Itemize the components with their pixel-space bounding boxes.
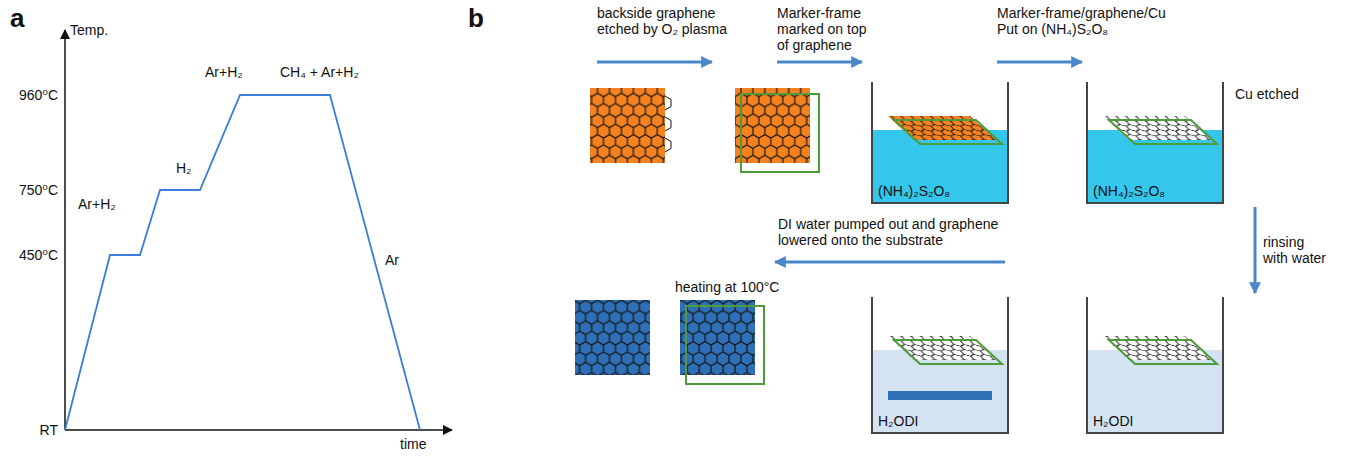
process-arrow xyxy=(775,261,1005,264)
solution xyxy=(1088,130,1222,202)
beaker-wall xyxy=(872,82,1008,203)
copper-foil xyxy=(590,88,665,163)
tick-label: 450⁰C xyxy=(19,247,58,263)
solution-label: (NH₄)₂S₂O₈ xyxy=(1093,183,1165,199)
tick-label: 750⁰C xyxy=(19,182,58,198)
x-axis xyxy=(65,429,452,431)
y-axis xyxy=(64,30,66,430)
copper-foil xyxy=(735,88,810,163)
beaker-wall xyxy=(1087,82,1223,203)
process-arrow xyxy=(1254,207,1257,293)
step-heading: Cu etched xyxy=(1235,86,1299,102)
substrate xyxy=(575,300,650,375)
marker-frame xyxy=(1109,340,1217,364)
marker-frame xyxy=(741,94,819,172)
step-label: backside graphene etched by O₂ plasma xyxy=(597,5,732,37)
panel-letter: a xyxy=(10,4,24,34)
solution xyxy=(873,130,1007,202)
step-label: DI water pumped out and graphene lowered… xyxy=(778,216,1018,248)
step-label: Marker-frame marked on top of graphene xyxy=(777,5,877,53)
tick-label: 960⁰C xyxy=(19,87,58,103)
graphene-lattice xyxy=(590,88,665,163)
gas-label: Ar xyxy=(385,252,399,268)
solution xyxy=(873,350,1007,432)
step-label: Marker-frame/graphene/Cu Put on (NH₄)S₂O… xyxy=(997,5,1187,37)
marker-frame xyxy=(1109,120,1217,144)
substrate xyxy=(680,300,755,375)
process-arrow xyxy=(997,61,1082,64)
solution-label: (NH₄)₂S₂O₈ xyxy=(878,183,950,199)
graphene-lattice xyxy=(575,300,650,375)
panel-letter: b xyxy=(468,4,484,34)
gas-label: Ar+H₂ xyxy=(78,196,116,212)
marker-frame xyxy=(686,306,764,384)
axis-title: Temp. xyxy=(70,22,108,38)
graphene-lattice xyxy=(680,300,755,375)
marker-frame xyxy=(894,120,1002,144)
solution xyxy=(1088,350,1222,432)
beaker: Cu etched (NH₄)₂S₂O₈ xyxy=(1085,80,1305,205)
process-arrow xyxy=(777,61,862,64)
tick-label: RT xyxy=(40,422,58,438)
solution-label: H₂ODI xyxy=(878,413,918,429)
process-arrow xyxy=(597,61,712,64)
gas-label: H₂ xyxy=(176,160,192,176)
step-label: rinsing with water xyxy=(1263,234,1330,266)
beaker: (NH₄)₂S₂O₈ xyxy=(870,80,1010,205)
graphene-lattice xyxy=(735,88,810,163)
beaker-wall xyxy=(1087,297,1223,433)
temperature-profile xyxy=(65,95,420,430)
beaker: H₂ODI xyxy=(870,295,1010,435)
solution-label: H₂ODI xyxy=(1093,413,1133,429)
beaker: H₂ODI xyxy=(1085,295,1300,435)
gas-label: Ar+H₂ xyxy=(205,64,243,80)
gas-label: CH₄ + Ar+H₂ xyxy=(280,64,359,80)
beaker-wall xyxy=(872,297,1008,433)
marker-frame xyxy=(894,340,1002,364)
step-label: heating at 100°C xyxy=(675,279,779,295)
axis-title: time xyxy=(400,436,426,452)
graphene-edge xyxy=(665,96,671,152)
substrate xyxy=(888,391,992,400)
